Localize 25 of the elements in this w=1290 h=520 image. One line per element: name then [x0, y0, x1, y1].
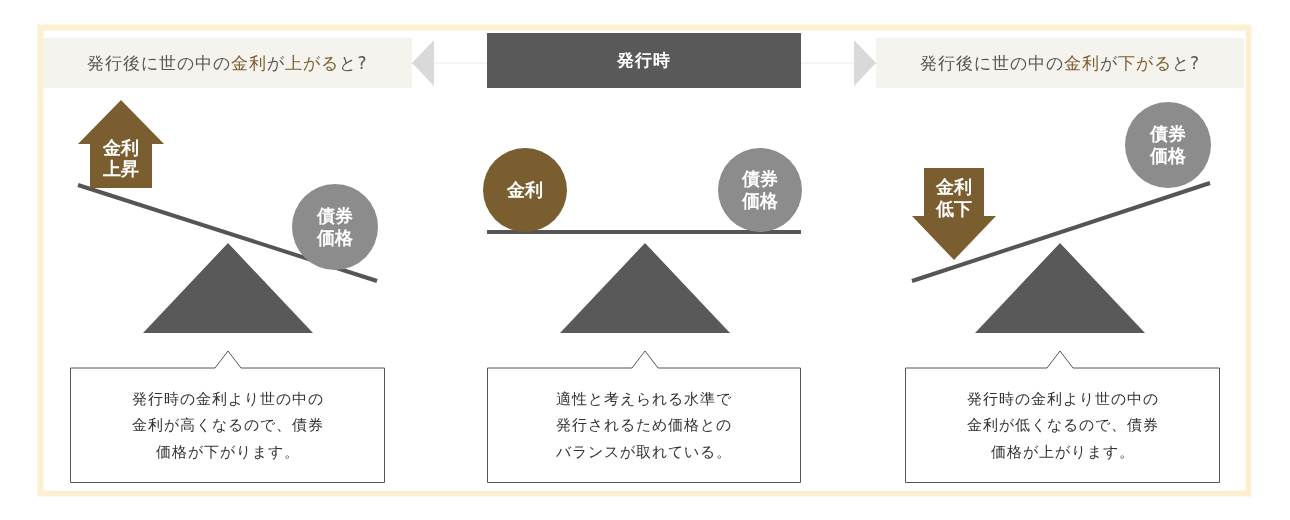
- header-bar: [487, 33, 801, 88]
- circle-label: 債券価格: [316, 205, 354, 249]
- circle-label: 金利: [506, 179, 544, 201]
- up-arrow-shape: [78, 100, 164, 188]
- fulcrum-triangle: [560, 243, 730, 333]
- header-text: 発行時: [617, 49, 671, 72]
- callout-text: 発行時の金利より世の中の金利が低くなるので、債券価格が上がります。: [965, 389, 1160, 463]
- header-text: 発行後に世の中の金利が上がると?: [87, 51, 368, 75]
- callout-box: [905, 350, 1220, 483]
- chevron-arrow: [800, 40, 877, 86]
- callout-text: 発行時の金利より世の中の金利が高くなるので、債券価格が下がります。: [130, 389, 325, 463]
- header-text: 発行後に世の中の金利が下がると?: [920, 51, 1200, 75]
- header-bar: [876, 38, 1244, 88]
- callout-text: 適性と考えられる水準で発行されるため価格とのバランスが取れている。: [555, 389, 733, 463]
- callout-box: [70, 350, 385, 483]
- callout-box: [487, 350, 801, 483]
- circle-label: 債券価格: [1149, 123, 1187, 167]
- chevron-arrow: [411, 40, 488, 86]
- circle-label: 債券価格: [741, 168, 779, 212]
- arrow-label: 金利低下: [935, 176, 973, 220]
- header-bar: [43, 38, 412, 88]
- fulcrum-triangle: [975, 243, 1145, 333]
- down-arrow-shape: [912, 168, 996, 260]
- fulcrum-triangle: [143, 243, 313, 333]
- arrow-label: 金利上昇: [102, 136, 140, 180]
